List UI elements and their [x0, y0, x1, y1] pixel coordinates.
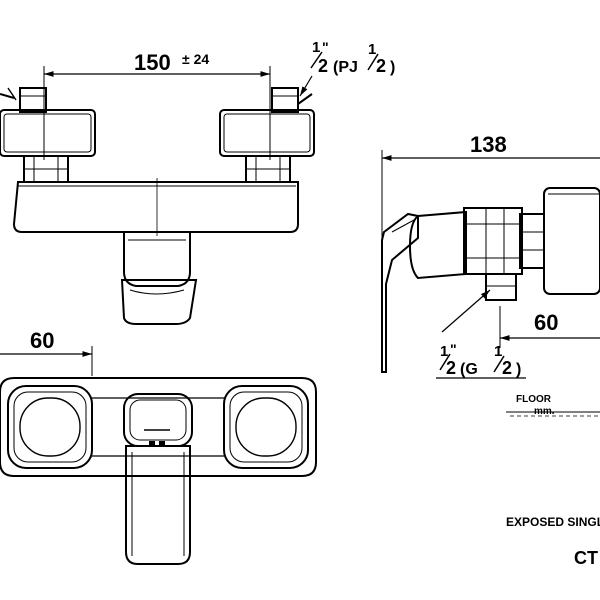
right-elbow-body: [219, 109, 315, 157]
thread-label-top: 1 2 " (PJ 1 2 ): [299, 39, 395, 97]
svg-text:1: 1: [312, 39, 320, 56]
svg-text:": ": [450, 341, 457, 357]
side-body: [408, 210, 467, 280]
right-flange: [223, 385, 309, 469]
side-outlet: [485, 273, 517, 301]
dim-tolerance: ± 24: [182, 51, 209, 67]
side-hex: [463, 207, 523, 275]
outlet-thread: [120, 279, 198, 325]
plan-outline: [0, 377, 317, 477]
side-handle: [381, 212, 419, 373]
svg-text:1: 1: [440, 343, 448, 360]
title-description: EXPOSED SINGLE: [506, 515, 600, 529]
left-flange: [7, 385, 93, 469]
svg-text:2: 2: [376, 56, 386, 76]
svg-text:(PJ: (PJ: [333, 59, 358, 76]
floor-unit: mm.: [534, 406, 555, 417]
plan-view: [0, 346, 317, 565]
left-elbow-nut: [19, 87, 47, 113]
mixer-body: [12, 181, 299, 233]
bottom-outlet: [123, 232, 191, 287]
svg-text:1: 1: [368, 41, 376, 58]
thread-label-side: 1 2 " (G 1 2 ): [436, 341, 526, 379]
svg-text:2: 2: [446, 358, 456, 378]
dim-front-60: 60: [30, 328, 54, 353]
title-model: CT 2: [574, 548, 600, 568]
plan-handle-lever: [125, 445, 191, 565]
svg-text:1: 1: [494, 343, 502, 360]
left-elbow-body: [0, 109, 96, 157]
floor-label: FLOOR: [516, 394, 552, 405]
dim-138: 138: [470, 132, 507, 157]
dim-150: 150: [134, 50, 171, 75]
svg-text:": ": [322, 39, 329, 55]
svg-text:2: 2: [502, 358, 512, 378]
svg-text:): ): [516, 361, 521, 378]
side-nut: [519, 213, 545, 269]
svg-text:): ): [390, 59, 395, 76]
svg-text:(G: (G: [460, 361, 478, 378]
side-wall-flange: [543, 187, 600, 295]
svg-text:2: 2: [318, 56, 328, 76]
dim-side-60: 60: [534, 310, 558, 335]
side-view: [381, 150, 600, 417]
right-elbow-nut: [271, 87, 299, 113]
front-elevation-view: [0, 66, 315, 325]
